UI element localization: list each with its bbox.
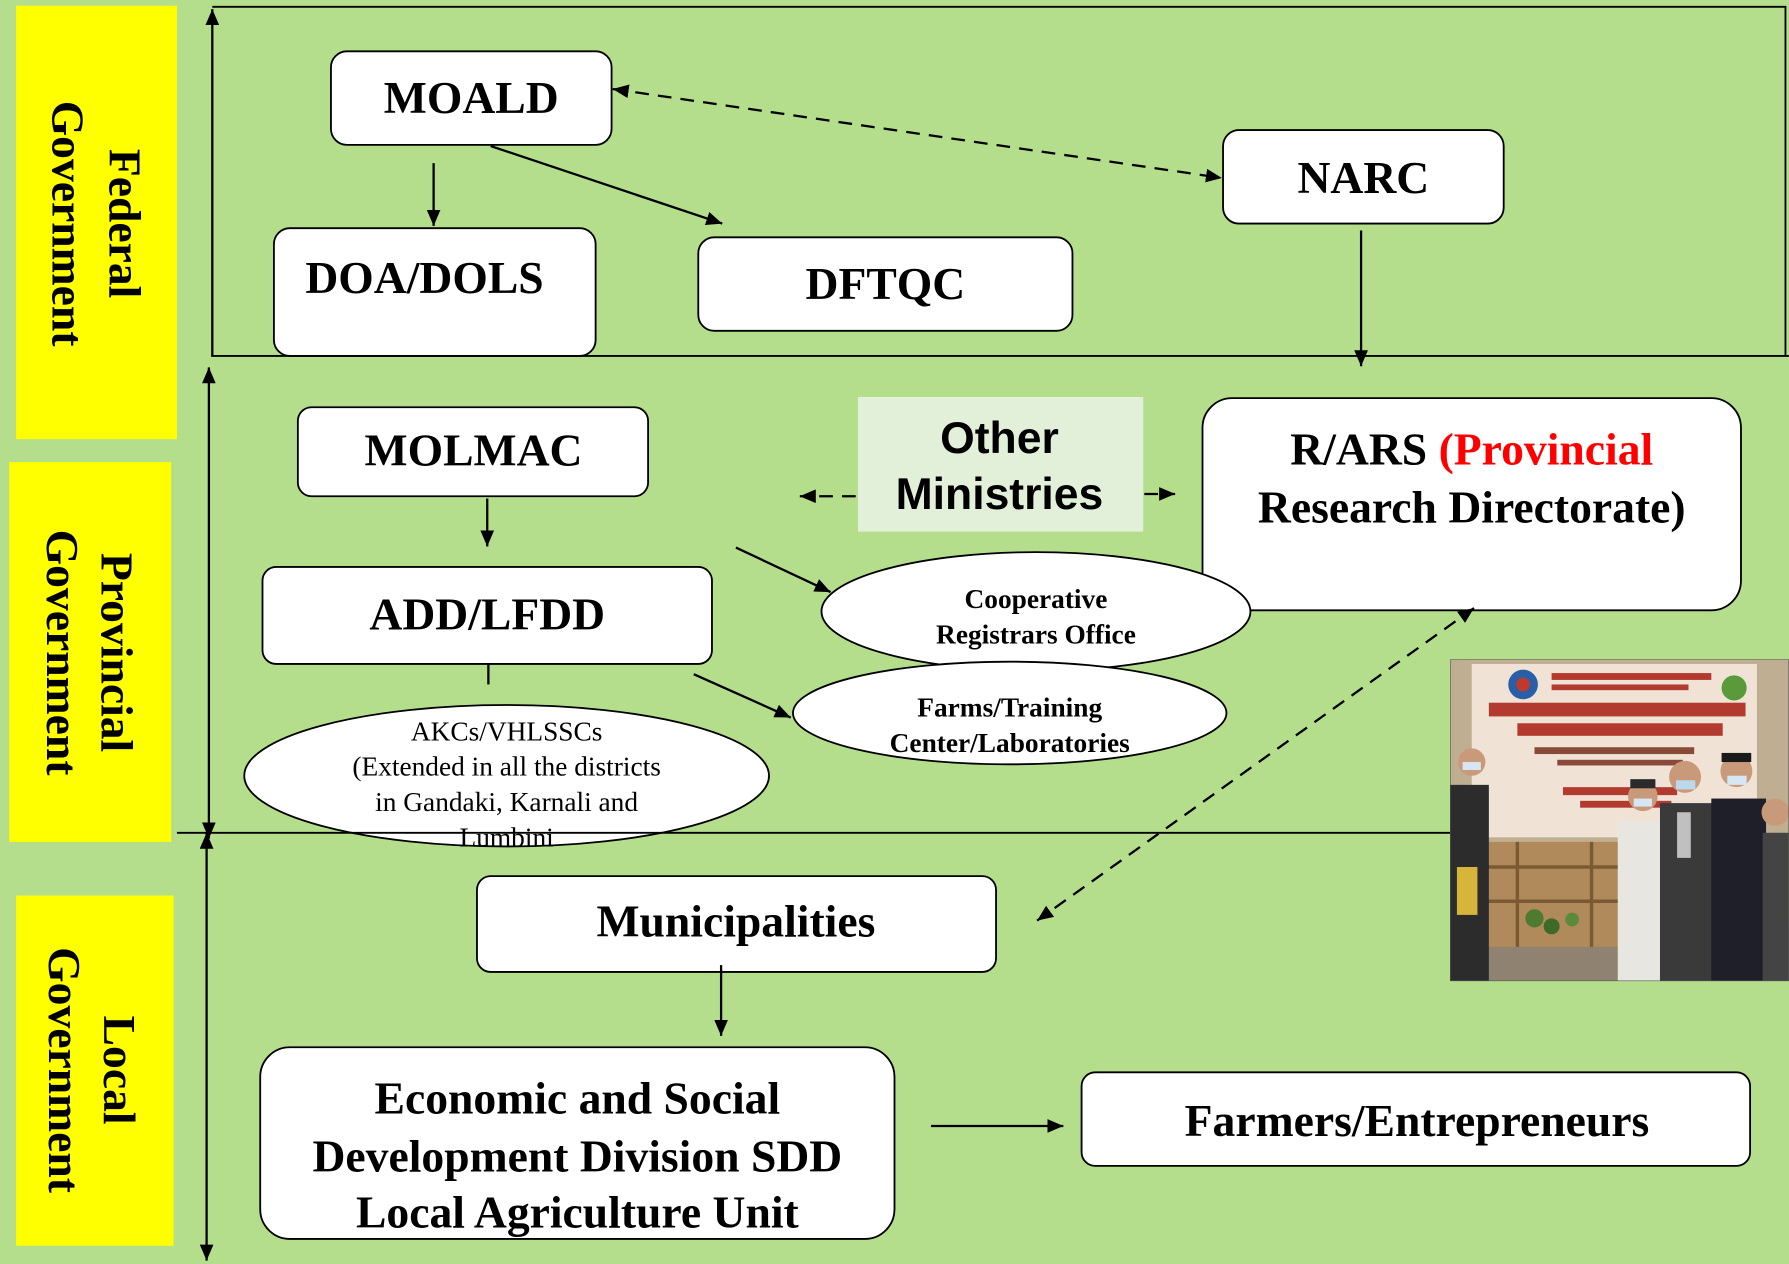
- node-other-ministries-box: [857, 396, 1144, 532]
- level-federal-box: [16, 5, 177, 440]
- node-rars-line1: R/ARS(Provincial: [1290, 423, 1653, 474]
- arrow-add-to-farms: [693, 673, 792, 719]
- node-rars-line2: Research Directorate): [1258, 481, 1686, 532]
- node-cooperative-line2: Registrars Office: [936, 619, 1136, 649]
- level-federal-line2: Government: [43, 101, 94, 347]
- photo-people: [1450, 748, 1789, 982]
- node-other-ministries-line2: Ministries: [896, 470, 1104, 519]
- node-dftqc: DFTQC: [806, 258, 966, 309]
- arrow-moald-narc-link: [612, 84, 1223, 183]
- node-other-ministries-line1: Other: [940, 414, 1059, 463]
- level-local-box: [16, 895, 174, 1246]
- node-doa-dols: DOA/DOLS: [305, 252, 543, 303]
- level-provincial-line2: Government: [37, 530, 88, 776]
- level-provincial-box: [9, 462, 172, 842]
- node-narc: NARC: [1297, 152, 1429, 203]
- federal-frame: [212, 5, 1787, 356]
- level-local-line1: Local: [94, 1016, 145, 1125]
- node-esdd-line3: Local Agriculture Unit: [356, 1186, 799, 1237]
- node-moald-box: [330, 50, 613, 146]
- level-provincial: Provincial Government: [9, 462, 172, 842]
- node-esdd-line1: Economic and Social: [375, 1072, 781, 1123]
- node-dftqc-box: [697, 236, 1074, 332]
- node-moald: MOALD: [384, 72, 559, 123]
- node-add-lfdd: ADD/LFDD: [369, 589, 605, 640]
- node-rars-name: R/ARS: [1290, 423, 1427, 474]
- node-akcs-line2: (Extended in all the districts: [352, 752, 660, 782]
- node-municipalities-box: [476, 875, 997, 973]
- arrow-to-cooperative: [735, 546, 832, 594]
- node-rars-provincial: (Provincial: [1439, 423, 1654, 474]
- node-molmac-box: [296, 406, 650, 498]
- node-esdd-box: [259, 1046, 896, 1240]
- event-photo: [1450, 659, 1789, 982]
- photo-wooden-stand: [1483, 841, 1626, 947]
- node-akcs-line4: Lumbini: [460, 822, 555, 852]
- node-farms-line1: Farms/Training: [917, 692, 1102, 722]
- node-doa-dols-box: [272, 227, 597, 357]
- arrow-moald-to-dftqc: [490, 144, 723, 226]
- node-municipalities: Municipalities: [597, 896, 876, 947]
- level-federal-line1: Federal: [100, 149, 151, 298]
- node-narc-box: [1222, 129, 1505, 225]
- node-esdd-line2: Development Division SDD: [312, 1131, 842, 1182]
- level-local: Local Government: [16, 895, 174, 1246]
- node-farms-line2: Center/Laboratories: [890, 728, 1130, 758]
- node-molmac: MOLMAC: [365, 424, 583, 475]
- node-farmers-box: [1080, 1071, 1752, 1167]
- node-akcs-ellipse: [243, 704, 770, 848]
- node-cooperative-line1: Cooperative: [965, 584, 1108, 614]
- node-akcs-line1: AKCs/VHLSSCs: [411, 716, 603, 746]
- node-akcs-line3: in Gandaki, Karnali and: [375, 787, 638, 817]
- level-federal: Federal Government: [16, 5, 177, 440]
- node-farmers: Farmers/Entrepreneurs: [1185, 1095, 1650, 1146]
- level-provincial-line1: Provincial: [92, 553, 143, 752]
- level-local-line2: Government: [39, 947, 90, 1193]
